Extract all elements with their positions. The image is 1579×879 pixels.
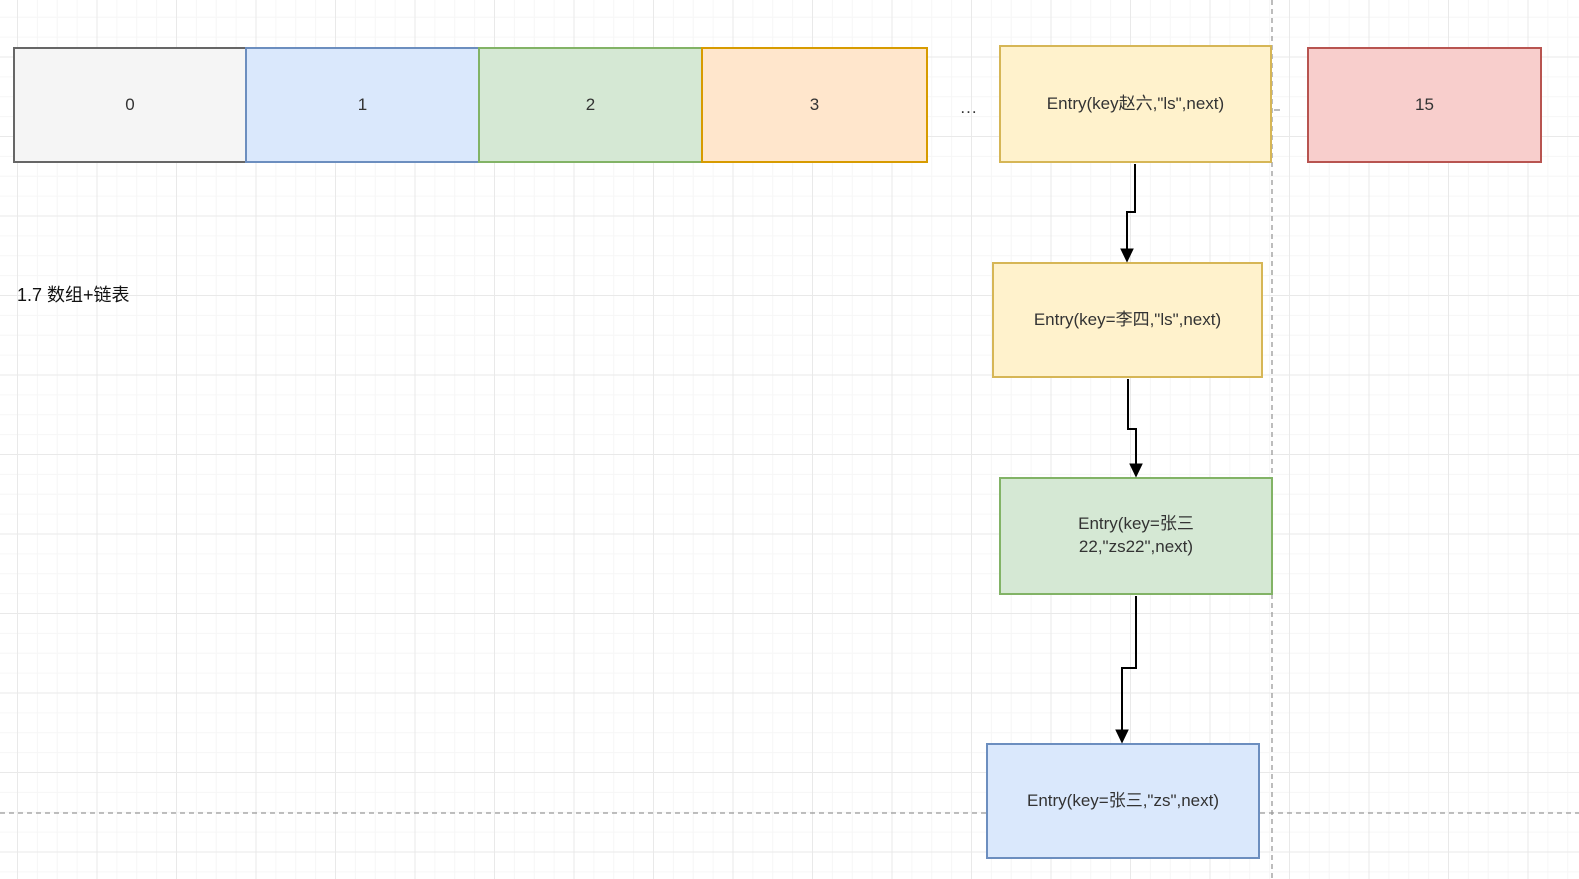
section-label: 1.7 数组+链表 xyxy=(17,285,130,305)
array-cell-15[interactable]: 15 xyxy=(1307,47,1542,163)
array-cell-0[interactable]: 0 xyxy=(13,47,247,163)
entry-box-zhaoliu-label: Entry(key赵六,"ls",next) xyxy=(1046,93,1225,113)
ellipsis-label: ... xyxy=(960,98,978,117)
array-cell-3-label: 3 xyxy=(809,94,820,114)
entry-box-zhangsan[interactable]: Entry(key=张三,"zs",next) xyxy=(986,743,1260,859)
array-cell-2-label: 2 xyxy=(585,94,596,114)
array-cell-0-label: 0 xyxy=(125,94,135,114)
array-cell-1-label: 1 xyxy=(357,94,368,114)
array-cell-1[interactable]: 1 xyxy=(245,47,480,163)
entry-box-zhangsan-label: Entry(key=张三,"zs",next) xyxy=(1026,790,1220,810)
arrow-head-to-lisi[interactable] xyxy=(1120,164,1136,263)
entry-box-lisi-label: Entry(key=李四,"ls",next) xyxy=(1033,309,1222,329)
entry-box-zhangsan22-label: Entry(key=张三 22,"zs22",next) xyxy=(1078,514,1194,556)
entry-box-zhaoliu[interactable]: Entry(key赵六,"ls",next) xyxy=(999,45,1272,163)
arrow-zhangsan22-to-zhangsan[interactable] xyxy=(1115,596,1137,744)
array-cell-2[interactable]: 2 xyxy=(478,47,703,163)
array-cell-15-label: 15 xyxy=(1415,94,1434,114)
entry-box-lisi[interactable]: Entry(key=李四,"ls",next) xyxy=(992,262,1263,378)
array-cell-3[interactable]: 3 xyxy=(701,47,928,163)
arrow-lisi-to-zhangsan22[interactable] xyxy=(1127,379,1143,478)
entry-box-zhangsan22[interactable]: Entry(key=张三 22,"zs22",next) xyxy=(999,477,1273,595)
